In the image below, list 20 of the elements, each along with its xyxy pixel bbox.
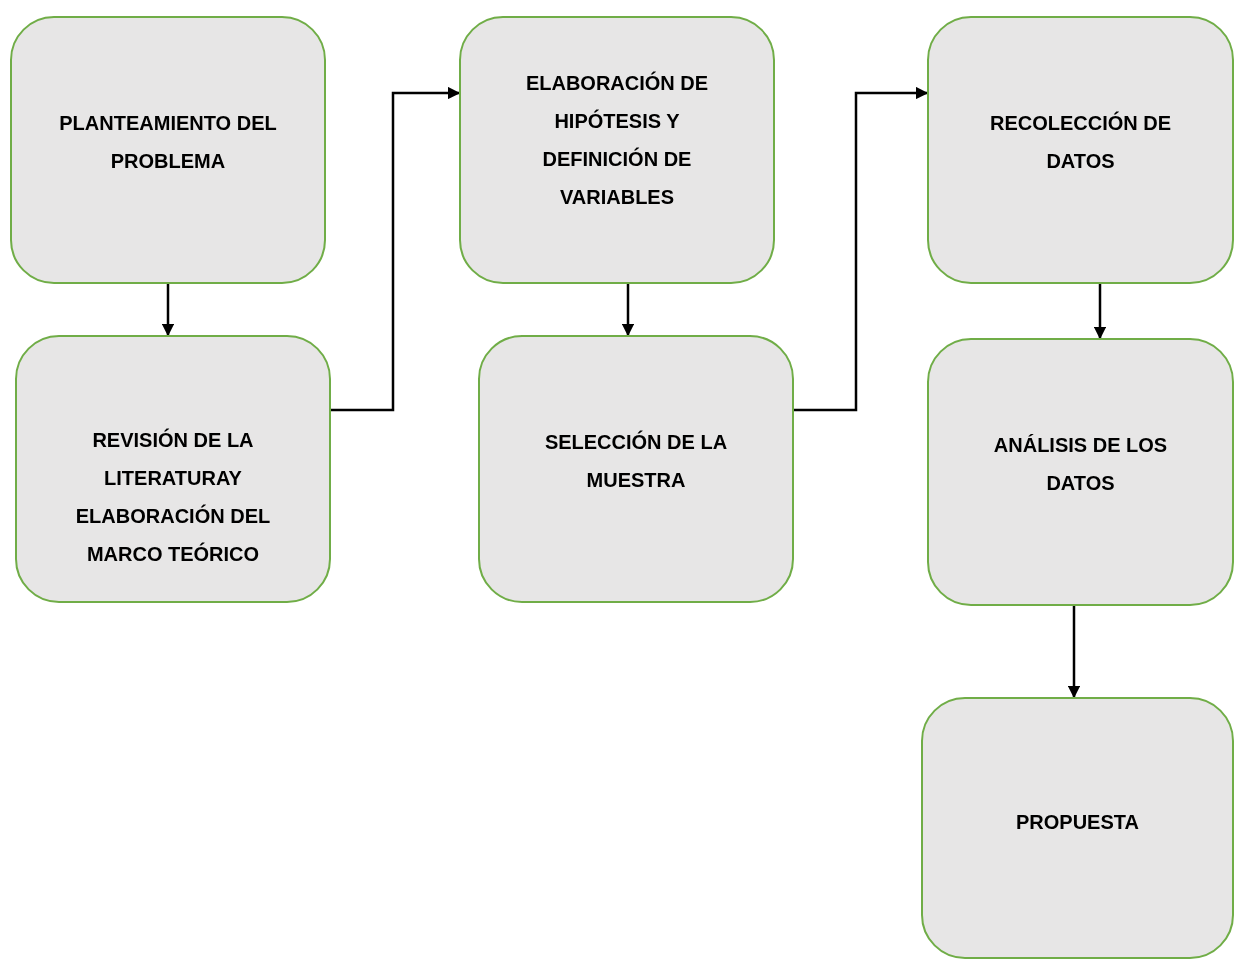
box-label: RECOLECCIÓN DE DATOS [988,110,1173,174]
arrow [1067,606,1081,699]
box-label: REVISIÓN DE LA LITERATURAY ELABORACIÓN DEL MARCO TEÓRICO [74,427,272,567]
arrow [794,86,929,412]
arrow [621,284,635,337]
box-label: PLANTEAMIENTO DEL PROBLEMA [58,111,278,174]
process-box [10,16,326,284]
arrow [161,284,175,337]
box-label: SELECCIÓN DE LA MUESTRA [543,429,729,493]
arrow [1093,284,1107,340]
box-label: PROPUESTA [1016,810,1139,835]
process-box [15,335,331,603]
box-label: ANÁLISIS DE LOS DATOS [992,433,1169,496]
process-box [459,16,775,284]
process-box [478,335,794,603]
process-box [927,338,1234,606]
process-box [927,16,1234,284]
arrow [331,86,461,412]
process-box [921,697,1234,959]
box-label: ELABORACIÓN DE HIPÓTESIS Y DEFINICIÓN DE VARIABLES [524,70,710,210]
